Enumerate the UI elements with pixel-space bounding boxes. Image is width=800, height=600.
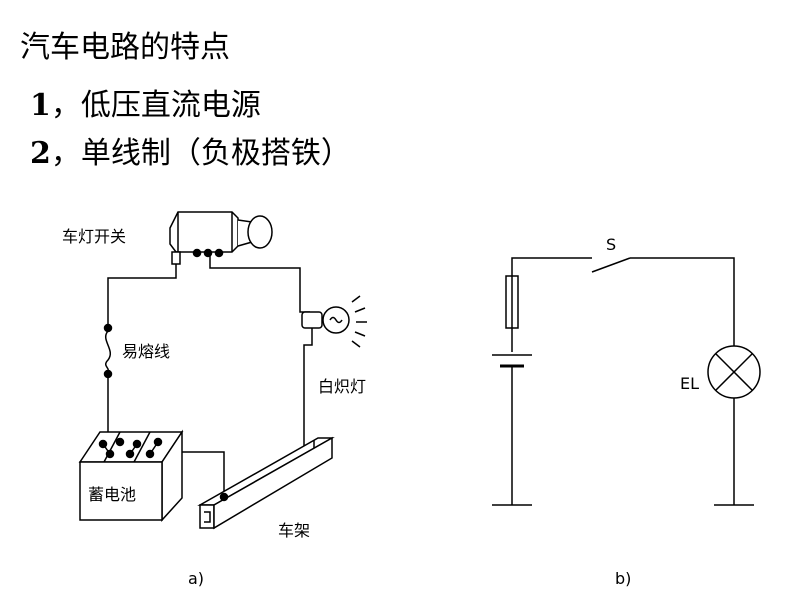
wire-switch-to-fuse <box>107 264 177 325</box>
label-switch-s: S <box>606 235 616 254</box>
label-incandescent-lamp: 白炽灯 <box>318 377 366 396</box>
caption-diagram-a: a) <box>188 569 204 588</box>
feature-point-text: 单线制（负极搭铁） <box>80 136 351 171</box>
feature-point-2: 2，单线制（负极搭铁） <box>30 134 351 174</box>
feature-point-separator: ， <box>50 136 81 171</box>
wire-battery-to-frame <box>182 451 225 494</box>
battery-icon <box>78 429 184 522</box>
battery-symbol-icon <box>492 354 532 368</box>
fusible-link-icon <box>103 323 113 379</box>
label-battery: 蓄电池 <box>88 485 136 504</box>
schematic-circuit <box>492 257 761 506</box>
pictorial-circuit <box>78 211 367 530</box>
slide-title: 汽车电路的特点 <box>20 30 230 65</box>
incandescent-lamp-icon <box>301 295 367 348</box>
feature-point-1: 1，低压直流电源 <box>30 86 261 126</box>
feature-point-number: 1 <box>30 88 51 123</box>
vehicle-frame-icon <box>197 436 335 530</box>
label-lamp-el: EL <box>680 374 699 393</box>
fuse-symbol-icon <box>505 275 519 329</box>
feature-point-separator: ， <box>50 88 81 123</box>
label-light-switch: 车灯开关 <box>62 227 126 246</box>
caption-diagram-b: b) <box>615 569 631 588</box>
label-vehicle-frame: 车架 <box>278 521 310 540</box>
wire-top-left <box>511 257 592 276</box>
feature-point-number: 2 <box>30 136 51 171</box>
wire-top-right <box>630 257 735 346</box>
label-fusible-link: 易熔线 <box>122 342 170 361</box>
light-switch-icon <box>169 211 273 265</box>
wire-lamp-to-frame <box>303 328 313 452</box>
lamp-symbol-icon <box>707 345 761 399</box>
switch-symbol-icon <box>591 257 631 273</box>
wire-switch-to-lamp <box>209 256 310 313</box>
feature-point-text: 低压直流电源 <box>80 88 261 123</box>
